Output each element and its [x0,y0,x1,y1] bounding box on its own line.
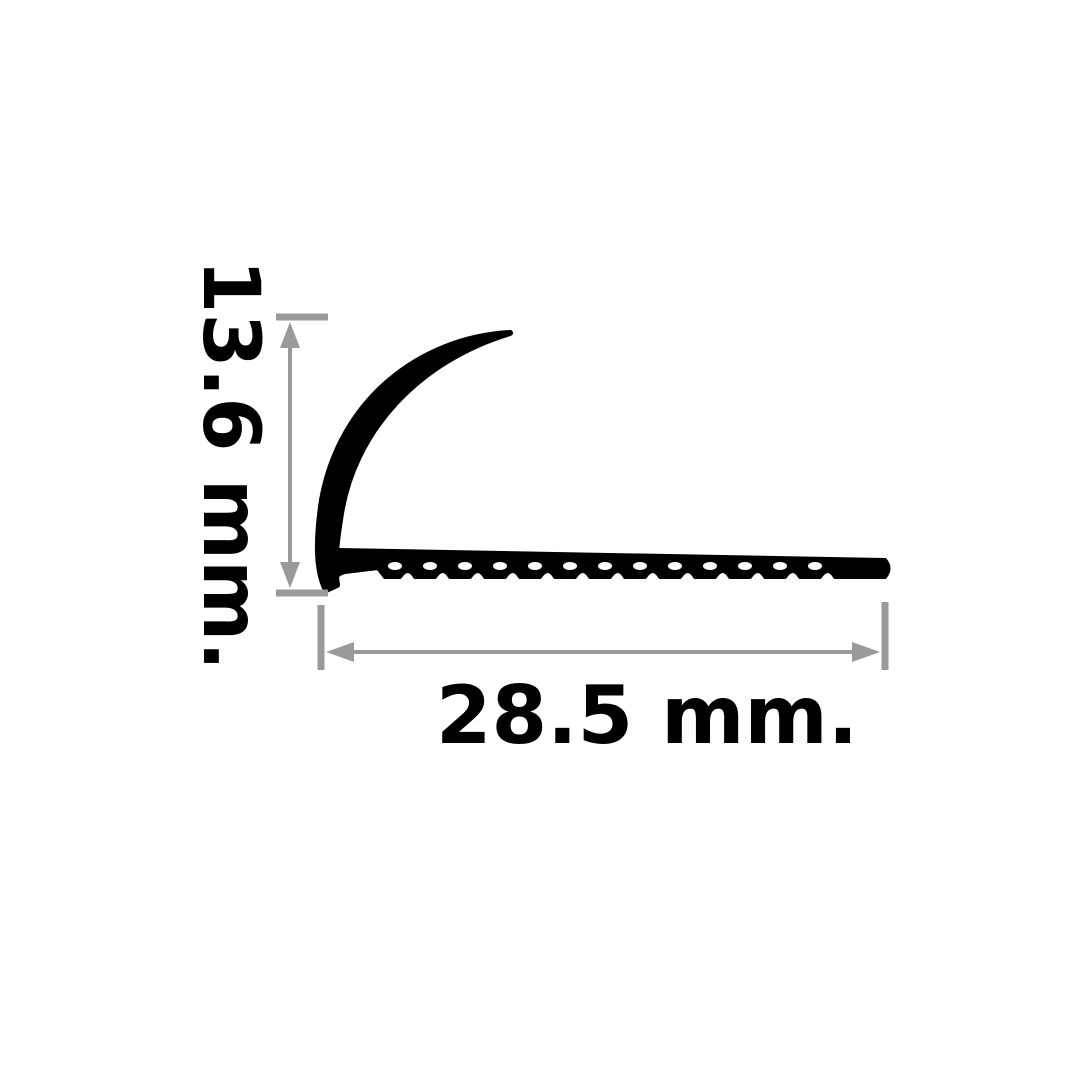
tile-trim-profile [314,330,891,593]
width-label: 28.5 mm. [436,669,858,762]
width-arrow-left-icon [326,642,354,662]
width-dimension [317,602,889,670]
width-arrow-right-icon [852,642,880,662]
profile-serrated-base [324,548,891,592]
height-label: 13.6 mm. [185,259,275,671]
profile-serration-teeth [388,562,822,570]
height-arrow-down-icon [280,562,300,588]
height-dimension [276,313,328,597]
height-arrow-up-icon [280,322,300,348]
